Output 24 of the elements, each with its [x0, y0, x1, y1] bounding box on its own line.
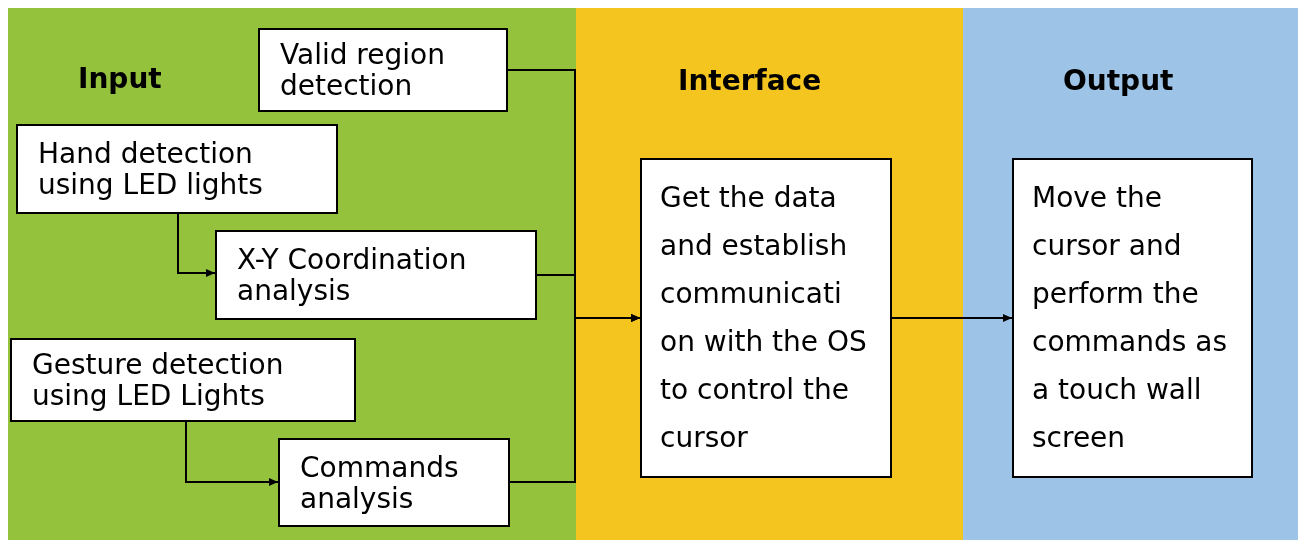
connector-arrow — [509, 314, 641, 483]
connector-arrow — [891, 314, 1013, 322]
box-text: Move the cursor and perform the commands as a touch wall screen — [1032, 180, 1228, 456]
process-box — [258, 28, 508, 112]
band-heading: Input — [78, 61, 162, 97]
connector-arrow — [185, 421, 279, 486]
column-band — [963, 8, 1298, 540]
column-band — [8, 8, 576, 540]
box-text: X-Y Coordination analysis — [237, 244, 468, 306]
process-box — [1012, 158, 1253, 478]
box-text: Valid region detection — [280, 39, 446, 101]
column-band — [576, 8, 963, 540]
process-box — [16, 124, 338, 214]
box-text: Commands analysis — [300, 451, 460, 514]
box-text: Get the data and establish communicati on with the OS to control the cursor — [660, 180, 868, 456]
connector-arrow — [177, 213, 216, 277]
process-box — [278, 438, 510, 527]
process-box — [640, 158, 892, 478]
process-box — [10, 338, 356, 422]
box-text: Gesture detection using LED Lights — [32, 349, 285, 411]
band-heading: Interface — [678, 63, 822, 99]
box-text: Hand detection using LED lights — [38, 138, 264, 200]
process-box — [215, 230, 537, 320]
band-heading: Output — [1063, 63, 1174, 99]
